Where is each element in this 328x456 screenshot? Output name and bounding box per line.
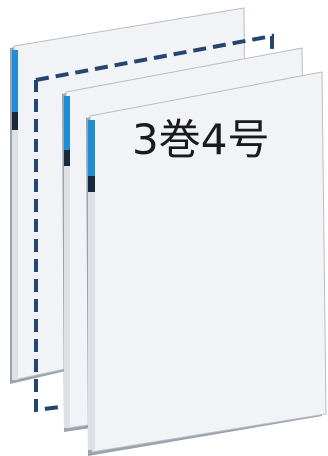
middle-magazine-spine-dark [64, 150, 70, 166]
front-magazine-spine-dark [88, 176, 95, 192]
back-magazine-spine-accent [12, 50, 18, 112]
middle-magazine-spine-accent [64, 96, 70, 150]
issue-number-label: 3巻4号 [132, 115, 270, 164]
front-magazine [86, 71, 327, 456]
front-magazine-spine-accent [88, 120, 95, 176]
back-magazine-spine-dark [12, 112, 18, 130]
